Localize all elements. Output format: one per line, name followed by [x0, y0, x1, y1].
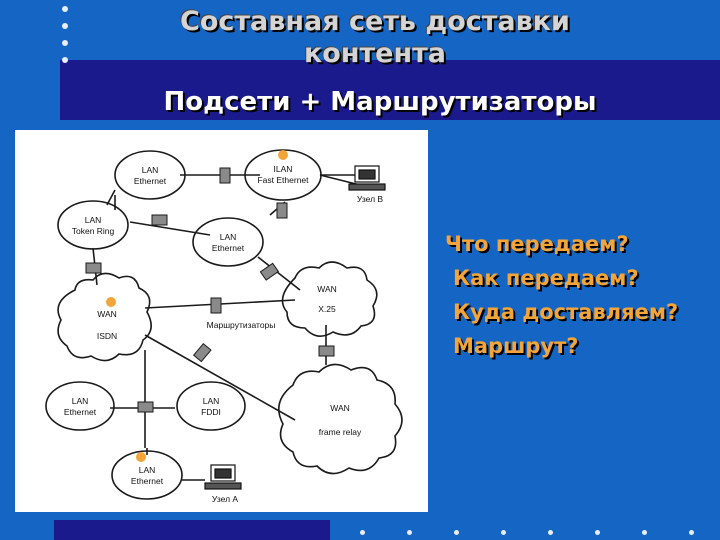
lan-ethernet-bottom-label2: Ethernet: [131, 476, 164, 486]
router-icon: [210, 297, 222, 314]
wan-frame-relay-label2: frame relay: [319, 427, 362, 437]
wan-x25-label2: X.25: [318, 304, 336, 314]
wan-frame-relay-label1: WAN: [330, 403, 350, 413]
highlight-marker: [136, 452, 146, 462]
link: [106, 189, 116, 206]
question-item: Куда доставляем?: [453, 300, 679, 324]
computer-b-icon: [348, 165, 386, 191]
router-icon: [219, 167, 231, 184]
lan-token-ring-label2: Token Ring: [72, 226, 115, 236]
lan-ethernet-bottom-label1: LAN: [139, 465, 156, 475]
lan-ethernet-mid-node: [192, 217, 264, 267]
lan-fddi-label1: LAN: [203, 396, 220, 406]
highlight-marker: [106, 297, 116, 307]
highlight-marker: [278, 150, 288, 160]
lan-fddi-node: [176, 381, 246, 431]
router-icon: [192, 342, 212, 363]
router-icon: [151, 214, 168, 226]
lan-ethernet-left-label2: Ethernet: [64, 407, 97, 417]
link: [319, 174, 361, 186]
lan-ethernet-bottom-node: [111, 450, 183, 500]
lan-fast-ethernet-label2: Fast Ethernet: [257, 175, 309, 185]
router-icon: [259, 262, 280, 281]
decorative-dots-left: [60, 6, 70, 66]
title-band: [60, 60, 720, 120]
slide-title: Составная сеть доставки контента: [70, 6, 680, 70]
link: [129, 221, 211, 236]
lan-ethernet-mid-label1: LAN: [220, 232, 237, 242]
lan-fast-ethernet-label1: ILAN: [274, 164, 293, 174]
wan-x25-cloud: [281, 261, 378, 337]
router-icon: [85, 262, 102, 274]
slide-title-line1: Составная сеть доставки: [180, 6, 570, 37]
slide-title-line2: контента: [303, 38, 446, 69]
lan-ethernet-left-label1: LAN: [72, 396, 89, 406]
router-icon: [318, 345, 335, 357]
lan-ethernet-top-node: [114, 150, 186, 200]
wan-isdn-label2: ISDN: [97, 331, 117, 341]
node-a-label: Узел А: [212, 494, 238, 504]
lan-token-ring-node: [57, 200, 129, 250]
router-icon: [276, 202, 288, 219]
node-b-label: Узел B: [357, 194, 383, 204]
question-list: Что передаем? Как передаем? Куда доставл…: [445, 230, 715, 366]
lan-ethernet-mid-label2: Ethernet: [212, 243, 245, 253]
lan-fddi-label2: FDDI: [201, 407, 221, 417]
network-diagram-svg: LAN Ethernet ILAN Fast Ethernet LAN Toke…: [45, 149, 403, 504]
lan-ethernet-top-label2: Ethernet: [134, 176, 167, 186]
routers-label: Маршрутизаторы: [207, 320, 276, 330]
network-diagram: LAN Ethernet ILAN Fast Ethernet LAN Toke…: [15, 130, 428, 512]
computer-a-icon: [204, 464, 242, 490]
link: [257, 256, 301, 291]
lan-ethernet-top-label1: LAN: [142, 165, 159, 175]
slide-subtitle: Подсети + Маршрутизаторы: [163, 87, 597, 117]
question-item: Как передаем?: [453, 266, 639, 290]
decorative-dots-bottom: [352, 530, 720, 538]
question-item: Что передаем?: [445, 232, 629, 256]
router-icon: [137, 401, 154, 413]
link: [144, 334, 296, 421]
lan-ethernet-left-node: [45, 381, 115, 431]
wan-isdn-label1: WAN: [97, 309, 117, 319]
wan-isdn-cloud: [57, 272, 152, 362]
wan-frame-relay-cloud: [277, 363, 403, 475]
lan-token-ring-label1: LAN: [85, 215, 102, 225]
wan-x25-label1: WAN: [317, 284, 337, 294]
question-item: Маршрут?: [453, 334, 579, 358]
footer-band: [54, 520, 330, 540]
